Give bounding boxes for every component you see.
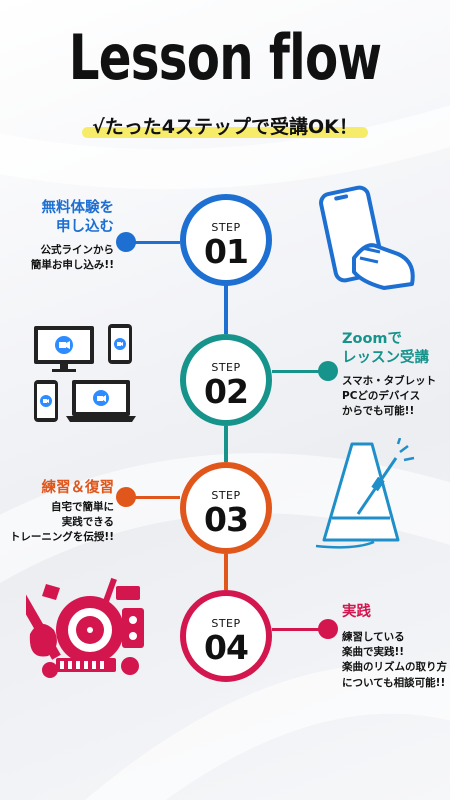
step2-dot	[318, 361, 338, 381]
step2-connector	[272, 370, 324, 373]
page-title: Lesson flow	[68, 21, 382, 94]
step1-dot	[116, 232, 136, 252]
step3-number: 03	[204, 500, 249, 539]
subtitle-highlight	[82, 127, 368, 138]
phone-hand-icon	[319, 185, 415, 290]
step2-heading: Zoomで レッスン受講	[342, 331, 429, 366]
step4-connector	[272, 628, 324, 631]
subtitle-wrap: √たった4ステップで受講OK！	[0, 112, 450, 139]
step2-desc: スマホ・タブレット PCどのデバイス からでも可能!!	[342, 375, 437, 418]
step3-heading: 練習＆復習	[41, 480, 115, 496]
step2-number: 02	[204, 372, 249, 411]
step1-number: 01	[204, 232, 249, 271]
instruments-record-icon	[26, 577, 144, 678]
step3-circle: STEP 03	[180, 462, 272, 554]
step4-label: STEP	[211, 617, 241, 630]
step3-desc: 自宅で簡単に 実践できる トレーニングを伝授!!	[9, 501, 114, 544]
subtitle: √たった4ステップで受講OK！	[82, 112, 368, 139]
step2-label: STEP	[211, 361, 241, 374]
metronome-icon	[315, 438, 415, 549]
step2-circle: STEP 02	[180, 334, 272, 426]
step4-dot	[318, 619, 338, 639]
step3-connector	[128, 496, 180, 499]
subtitle-text: √たった4ステップで受講OK！	[92, 116, 358, 138]
step1-heading: 無料体験を 申し込む	[41, 200, 115, 235]
zoom-devices-icon	[34, 324, 136, 422]
step4-heading: 実践	[342, 604, 371, 620]
step4-circle: STEP 04	[180, 590, 272, 682]
step1-label: STEP	[211, 221, 241, 234]
step4-number: 04	[204, 628, 249, 667]
step1-desc: 公式ラインから 簡単お申し込み!!	[30, 244, 114, 272]
step3-label: STEP	[211, 489, 241, 502]
step1-circle: STEP 01	[180, 194, 272, 286]
step1-connector	[128, 241, 180, 244]
step3-dot	[116, 487, 136, 507]
step4-desc: 練習している 楽曲で実践!! 楽曲のリズムの取り方 についても相談可能!!	[342, 631, 447, 689]
